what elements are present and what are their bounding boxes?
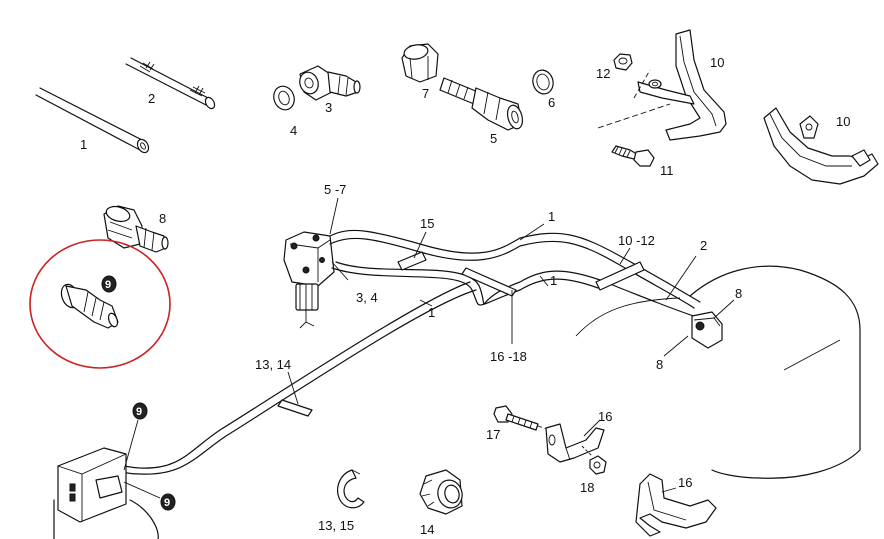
label-part-18: 18 [580, 480, 594, 495]
part-1-tube [35, 87, 150, 154]
label-assembly-5-7: 5 -7 [324, 182, 346, 197]
part-10-bracket-a [597, 29, 727, 141]
label-part-17: 17 [486, 427, 500, 442]
part-2-braided-hose [125, 57, 216, 110]
callout-labels: 1 2 3 4 5 6 7 8 10 10 11 12 5 -7 15 1 1 … [80, 55, 850, 537]
badge-9-top [123, 402, 148, 471]
label-part-10a: 10 [710, 55, 724, 70]
part-4-washer [273, 85, 295, 111]
highlight-circle [29, 239, 171, 369]
fuel-line-routing [117, 229, 701, 475]
label-connector-8-lower: 8 [656, 357, 663, 372]
label-part-16-b: 16 [678, 475, 692, 490]
label-part-1: 1 [80, 137, 87, 152]
label-part-16-a: 16 [598, 409, 612, 424]
badge-9-bottom [123, 481, 176, 511]
label-part-10b: 10 [836, 114, 850, 129]
part-18-nut [589, 455, 607, 475]
label-line-1-mid: 1 [550, 273, 557, 288]
part-11-bolt [611, 145, 655, 167]
part-10-bracket-b [763, 107, 879, 185]
label-assembly-3-4: 3, 4 [356, 290, 378, 305]
label-line-1-top: 1 [548, 209, 555, 224]
badge-9-top-text: 9 [136, 406, 142, 418]
part-6-o-ring [532, 69, 554, 95]
label-assembly-10-12: 10 -12 [618, 233, 655, 248]
fuel-tank-right [575, 265, 861, 479]
label-part-4: 4 [290, 123, 297, 138]
badge-9-circle [101, 275, 117, 293]
part-9-fitting [60, 283, 119, 329]
badge-9-bottom-text: 9 [164, 497, 170, 509]
part-7-nut [401, 43, 439, 83]
label-part-8: 8 [159, 211, 166, 226]
part-17-bolt [493, 405, 557, 433]
label-part-14: 14 [420, 522, 434, 537]
part-3-elbow-fitting [299, 65, 361, 101]
label-part-7: 7 [422, 86, 429, 101]
label-assembly-13-15: 13, 15 [318, 518, 354, 533]
filter-assembly [283, 231, 335, 329]
leader-lines [287, 197, 735, 493]
label-part-11: 11 [660, 163, 674, 178]
label-line-1-left: 1 [428, 305, 435, 320]
label-hose-2: 2 [700, 238, 707, 253]
label-part-12: 12 [596, 66, 610, 81]
fuel-tank-left [53, 447, 159, 539]
badge-9-circle-text: 9 [105, 279, 111, 291]
label-part-5: 5 [490, 131, 497, 146]
part-13-15-clip [337, 469, 365, 509]
part-5-connector [439, 77, 524, 131]
label-assembly-16-18: 16 -18 [490, 349, 527, 364]
part-12-nut [613, 53, 633, 71]
label-assembly-13-14: 13, 14 [255, 357, 291, 372]
part-16-bracket-b [635, 473, 717, 537]
part-16-bracket-a [545, 423, 605, 463]
label-part-2: 2 [148, 91, 155, 106]
part-8-quick-connector [103, 205, 169, 253]
label-part-6: 6 [548, 95, 555, 110]
label-connector-8-upper: 8 [735, 286, 742, 301]
label-part-3: 3 [325, 100, 332, 115]
label-assembly-15: 15 [420, 216, 434, 231]
part-14-grommet [419, 469, 463, 515]
